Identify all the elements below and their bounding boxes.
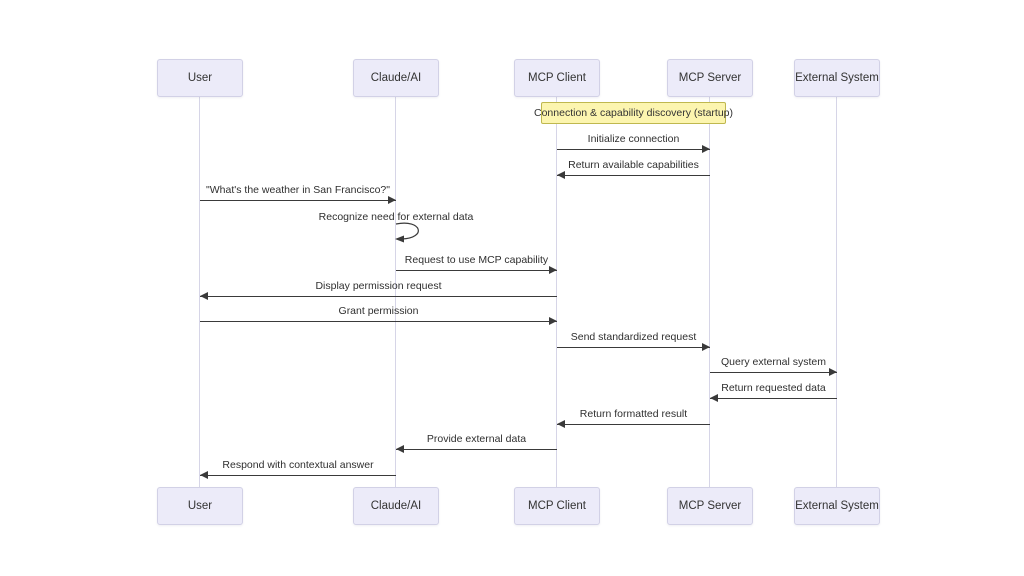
actor-top-claude-ai: Claude/AI bbox=[353, 59, 439, 97]
message-label: Return formatted result bbox=[579, 408, 688, 420]
actor-label: MCP Server bbox=[678, 72, 742, 84]
arrow-left-icon bbox=[557, 420, 710, 429]
actor-top-mcp-client: MCP Client bbox=[514, 59, 600, 97]
lifeline-external-system bbox=[836, 97, 837, 487]
arrow-right-icon bbox=[710, 368, 837, 377]
actor-bottom-user: User bbox=[157, 487, 243, 525]
message-label: Return requested data bbox=[721, 382, 826, 394]
actor-top-mcp-server: MCP Server bbox=[667, 59, 753, 97]
actor-bottom-external-system: External System bbox=[794, 487, 880, 525]
actor-label: Claude/AI bbox=[370, 72, 422, 84]
arrow-left-icon bbox=[396, 445, 557, 454]
arrow-right-icon bbox=[557, 343, 710, 352]
note-label: Connection & capability discovery (start… bbox=[534, 107, 734, 119]
actor-label: MCP Client bbox=[528, 72, 586, 84]
lifeline-mcp-client bbox=[556, 97, 557, 487]
actor-label: External System bbox=[795, 500, 879, 512]
lifeline-mcp-server bbox=[709, 97, 710, 487]
lifeline-user bbox=[199, 97, 200, 487]
actor-label: MCP Client bbox=[528, 500, 586, 512]
message-label: Provide external data bbox=[426, 433, 527, 445]
self-loop-arrow-icon bbox=[395, 222, 419, 243]
arrow-left-icon bbox=[710, 394, 837, 403]
actor-label: External System bbox=[795, 72, 879, 84]
arrow-right-icon bbox=[200, 196, 396, 205]
note-connection-discovery: Connection & capability discovery (start… bbox=[534, 102, 733, 124]
message-label: Grant permission bbox=[338, 305, 419, 317]
actor-label: MCP Server bbox=[678, 500, 742, 512]
actor-top-external-system: External System bbox=[794, 59, 880, 97]
actor-bottom-mcp-server: MCP Server bbox=[667, 487, 753, 525]
arrow-left-icon bbox=[200, 292, 557, 301]
actor-label: Claude/AI bbox=[370, 500, 422, 512]
actor-bottom-mcp-client: MCP Client bbox=[514, 487, 600, 525]
message-recognize-need: Recognize need for external data bbox=[318, 211, 474, 223]
arrow-left-icon bbox=[557, 171, 710, 180]
message-label: Display permission request bbox=[315, 280, 442, 292]
actor-label: User bbox=[187, 72, 213, 84]
message-label: Request to use MCP capability bbox=[404, 254, 549, 266]
message-label: Query external system bbox=[720, 356, 827, 368]
message-label: Send standardized request bbox=[570, 331, 697, 343]
actor-label: User bbox=[187, 500, 213, 512]
message-label: Initialize connection bbox=[587, 133, 680, 145]
lifeline-claude-ai bbox=[395, 97, 396, 487]
arrow-right-icon bbox=[200, 317, 557, 326]
message-label: "What's the weather in San Francisco?" bbox=[206, 184, 390, 196]
arrow-left-icon bbox=[200, 471, 396, 480]
actor-bottom-claude-ai: Claude/AI bbox=[353, 487, 439, 525]
message-label: Respond with contextual answer bbox=[222, 459, 374, 471]
arrow-right-icon bbox=[557, 145, 710, 154]
actor-top-user: User bbox=[157, 59, 243, 97]
arrow-right-icon bbox=[396, 266, 557, 275]
message-label: Return available capabilities bbox=[568, 159, 699, 171]
